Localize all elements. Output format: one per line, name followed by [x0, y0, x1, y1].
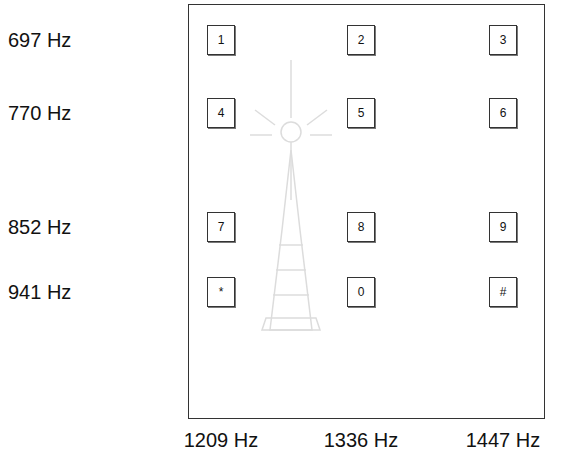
key-symbol: *	[219, 285, 224, 299]
frequency-label: 770 Hz	[8, 103, 71, 123]
frequency-label: 852 Hz	[8, 217, 71, 237]
frequency-label: 1336 Hz	[324, 430, 399, 450]
keypad-key: 0	[347, 277, 375, 307]
key-symbol: 6	[500, 106, 507, 120]
keypad-key: 8	[347, 212, 375, 242]
keypad-key: 7	[207, 212, 235, 242]
frequency-label: 697 Hz	[8, 30, 71, 50]
keypad-key: 6	[489, 98, 517, 128]
key-symbol: 3	[500, 33, 507, 47]
keypad-key: 2	[347, 25, 375, 55]
key-symbol: 2	[358, 33, 365, 47]
key-symbol: 7	[218, 220, 225, 234]
keypad-key: *	[207, 277, 235, 307]
keypad-key: #	[489, 277, 517, 307]
key-symbol: 1	[218, 33, 225, 47]
key-symbol: 9	[500, 220, 507, 234]
frequency-label: 1447 Hz	[466, 430, 541, 450]
key-symbol: 8	[358, 220, 365, 234]
watermark	[250, 60, 332, 330]
frequency-label: 1209 Hz	[184, 430, 259, 450]
key-symbol: 0	[358, 285, 365, 299]
keypad-frame	[189, 5, 545, 419]
key-symbol: 4	[218, 106, 225, 120]
keypad-key: 4	[207, 98, 235, 128]
keypad-key: 3	[489, 25, 517, 55]
keypad-key: 5	[347, 98, 375, 128]
keypad-key: 9	[489, 212, 517, 242]
keypad-key: 1	[207, 25, 235, 55]
frequency-label: 941 Hz	[8, 282, 71, 302]
key-symbol: #	[500, 285, 507, 299]
key-symbol: 5	[358, 106, 365, 120]
